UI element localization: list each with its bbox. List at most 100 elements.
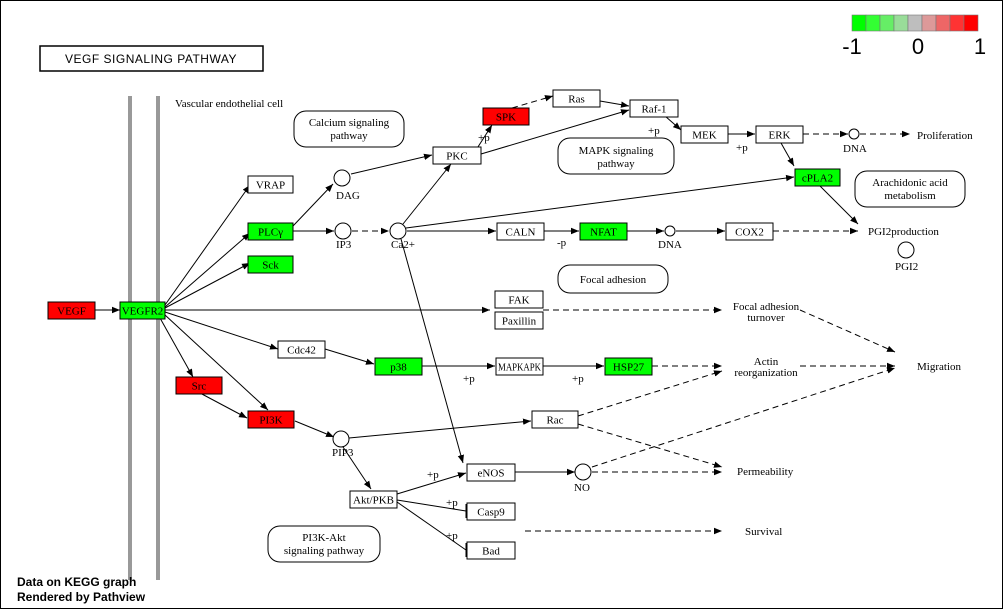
gene-node-ras[interactable]: Ras [552,89,601,108]
gene-box [494,311,544,330]
map-mapk-signaling[interactable]: MAPK signaling pathway [557,137,675,175]
gene-box [349,490,398,509]
gene-label: PI3K [259,415,282,427]
gene-box [466,502,516,521]
gene-node-vegfr2[interactable]: VEGFR2 [119,301,166,320]
gene-node-fak[interactable]: FAK [494,290,544,309]
compound-no[interactable] [574,463,592,481]
gene-box [495,357,544,376]
gene-label: ERK [769,130,791,142]
gene-node-raf1[interactable]: Raf-1 [629,99,679,118]
map-label: Arachidonic acid [872,177,948,189]
compound-dag[interactable] [333,169,351,187]
outcome-actin-reorganization: Actin [754,356,779,368]
outcome-labels: Proliferation PGI2production Focal adhes… [733,130,973,538]
outcome-pgi2-production: PGI2production [868,226,939,238]
gene-label: MAPKAPK [498,362,541,374]
gene-label: VEGFR2 [122,306,164,318]
gene-box [466,463,516,482]
compound-ip3[interactable] [334,222,352,240]
outcome-migration: Migration [917,361,961,373]
compound-pip3[interactable] [332,430,350,448]
compound-ca2[interactable] [389,222,407,240]
gene-node-spk[interactable]: SPK [482,107,530,126]
membrane-bar-right [156,96,160,580]
gene-node-casp9[interactable]: Casp9 [466,502,516,521]
gene-node-mek[interactable]: MEK [680,125,729,144]
gene-node-nfat[interactable]: NFAT [579,222,628,241]
gene-node-vrap[interactable]: VRAP [247,175,294,194]
gene-box [552,89,601,108]
compound-dna[interactable] [664,225,676,237]
gene-label: eNOS [478,468,505,480]
gene-box [247,410,295,429]
compound-pgi2[interactable] [897,241,915,259]
gene-node-erk[interactable]: ERK [755,125,804,144]
edge-label-plus-p: +p [427,469,439,481]
gene-box [482,107,530,126]
gene-box [247,222,294,241]
gene-node-cpla2[interactable]: cPLA2 [794,168,841,187]
compound-dna[interactable] [848,128,860,140]
map-pi3k-akt-signaling[interactable]: PI3K-Akt signaling pathway [267,525,381,563]
gene-label: FAK [508,295,529,307]
compound-label-no: NO [574,482,590,494]
gene-label: Cdc42 [287,345,316,357]
gene-box [494,290,544,309]
gene-node-pkc[interactable]: PKC [432,146,482,165]
gene-node-cdc42[interactable]: Cdc42 [277,340,326,359]
gene-box [680,125,729,144]
pathway-title: VEGF SIGNALING PATHWAY [39,45,264,72]
map-label: PI3K-Akt [302,532,345,544]
gene-node-paxillin[interactable]: Paxillin [494,311,544,330]
gene-box [47,301,96,320]
outcome-actin-reorganization: reorganization [734,367,798,379]
gene-node-hsp27[interactable]: HSP27 [604,357,653,376]
compound-label-pgi2: PGI2 [895,261,918,273]
legend-swatch [921,14,937,32]
map-calcium-signaling[interactable]: Calcium signaling pathway [293,110,405,148]
legend-mid-label: 0 [912,34,924,59]
gene-box [175,376,223,395]
map-label: Focal adhesion [580,274,647,286]
gene-label: Raf-1 [641,104,666,116]
gene-node-p38[interactable]: p38 [374,357,423,376]
gene-node-cox2[interactable]: COX2 [725,222,774,241]
gene-node-src[interactable]: Src [175,376,223,395]
gene-box [794,168,841,187]
gene-label: p38 [390,362,407,374]
gene-box [755,125,804,144]
compound-label-dna: DNA [843,143,867,155]
gene-box [119,301,166,320]
map-arachidonic-acid[interactable]: Arachidonic acid metabolism [854,170,966,208]
gene-label: Akt/PKB [353,495,394,507]
legend-swatch [893,14,909,32]
gene-node-aktpkb[interactable]: Akt/PKB [349,490,398,509]
gene-label: cPLA2 [802,173,833,185]
legend-swatch [935,14,951,32]
gene-node-rac[interactable]: Rac [531,410,579,429]
outcome-survival: Survival [745,526,782,538]
edge-label-plus-p: +p [478,132,490,144]
compound-label-dag: DAG [336,190,360,202]
map-label: pathway [597,158,635,170]
gene-label: Sck [262,260,279,272]
gene-node-mapkapk[interactable]: MAPKAPK [495,357,544,376]
gene-node-plcg[interactable]: PLCγ [247,222,294,241]
gene-node-bad[interactable]: Bad [466,541,516,560]
gene-node-sck[interactable]: Sck [247,255,294,274]
gene-label: CALN [506,227,536,239]
gene-node-vegf[interactable]: VEGF [47,301,96,320]
gene-label: NFAT [590,227,617,239]
footer: Data on KEGG graph Rendered by Pathview [17,575,146,604]
gene-node-caln[interactable]: CALN [496,222,545,241]
gene-node-pi3k[interactable]: PI3K [247,410,295,429]
map-focal-adhesion[interactable]: Focal adhesion [557,264,669,294]
gene-label: Paxillin [502,316,537,328]
gene-label: Src [192,381,207,393]
gene-node-enos[interactable]: eNOS [466,463,516,482]
gene-label: PLCγ [258,227,283,239]
